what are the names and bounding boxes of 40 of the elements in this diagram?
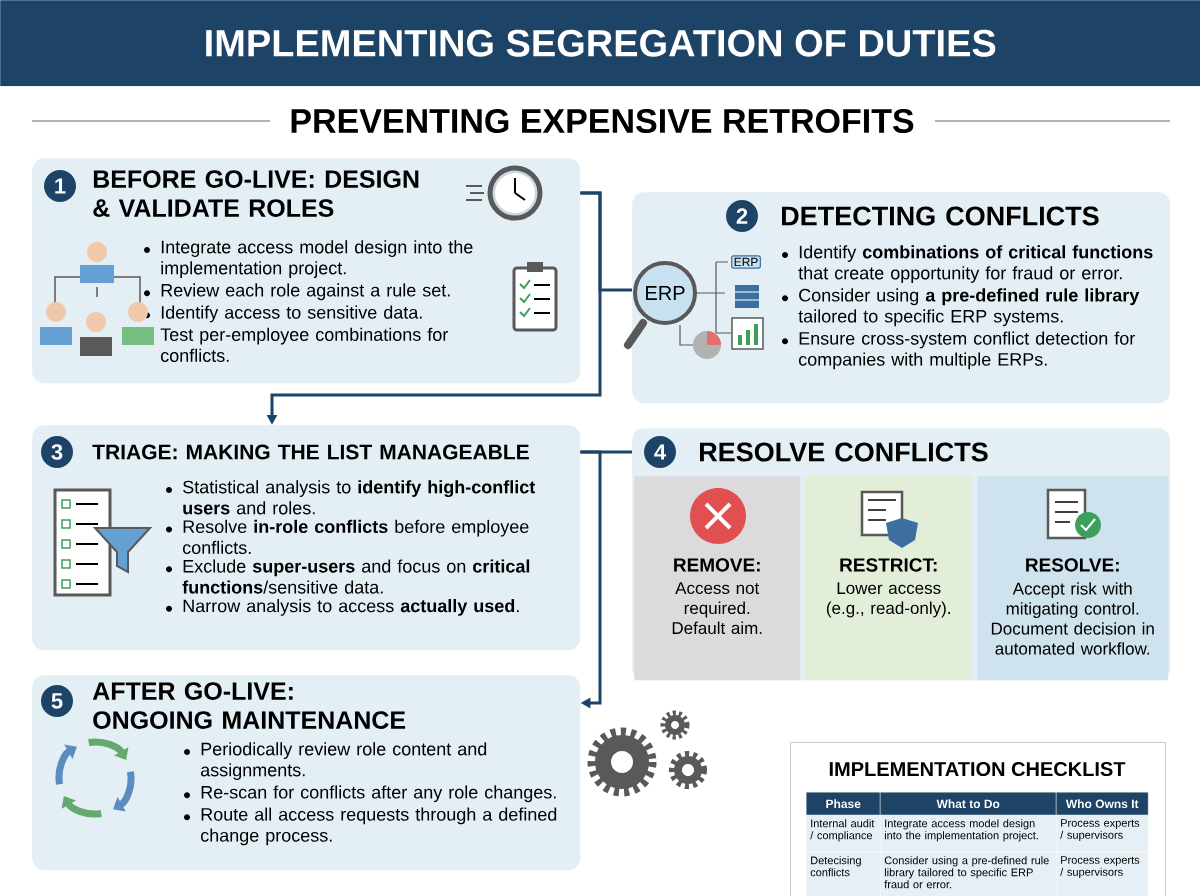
number-badge: 1 — [44, 170, 76, 202]
subtitle: PREVENTING EXPENSIVE RETROFITS — [291, 108, 914, 134]
card-text: Lower access (e.g., read-only). — [826, 582, 950, 618]
bullet-item: Periodically review role content and assignments. — [184, 742, 487, 780]
bullet-item: Resolve in-role conflicts before employee conflicts. — [166, 519, 529, 555]
connector — [580, 450, 602, 709]
table-cell: Process experts / supervisors — [1056, 815, 1149, 853]
bullet-item: Integrate access model design into the implementation project. — [144, 240, 473, 278]
card-text: Accept risk with mitigating control. Document decision in automated workflow. — [991, 582, 1154, 655]
panel-heading: BEFORE GO-LIVE: DESIGN & VALIDATE ROLES — [93, 170, 419, 217]
card-heading: REMOVE: — [674, 558, 760, 572]
bullet-item: Consider using a pre-defined rule library tailored to specific ERP systems. — [782, 288, 1140, 327]
number-badge: 3 — [41, 436, 73, 468]
bullet-item: Ensure cross-system conflict detection for companies with multiple ERPs. — [782, 331, 1135, 370]
table-cell: Internal audit / compliance — [806, 815, 881, 853]
bullet-item: Route all access requests through a defined change process. — [184, 807, 557, 846]
panel-heading: DETECTING CONFLICTS — [782, 206, 1099, 226]
bullet-item: Narrow analysis to access actually used. — [166, 599, 519, 616]
panel-heading: RESOLVE CONFLICTS — [700, 442, 988, 462]
panel-heading: TRIAGE: MAKING THE LIST MANAGEABLE — [92, 444, 529, 460]
checklist-heading: IMPLEMENTATION CHECKLIST — [829, 761, 1126, 777]
table-cell: Detecising conflicts — [806, 852, 881, 896]
card-heading: RESOLVE: — [1026, 558, 1119, 572]
icon-label: ERP — [646, 286, 685, 300]
card-heading: RESTRICT: — [840, 558, 937, 572]
bullet-item: Statistical analysis to identify high-conflict users and roles. — [166, 480, 536, 515]
number-badge: 4 — [644, 436, 676, 468]
table-header: Phase — [806, 792, 881, 816]
number-badge: 2 — [726, 200, 758, 232]
bullet-item: Identify combinations of critical functions that create opportunity for fraud or error. — [782, 245, 1153, 283]
icon-label: ERP — [731, 255, 761, 269]
panel-heading: AFTER GO-LIVE: ONGOING MAINTENANCE — [92, 682, 406, 729]
card-text: Access not required. Default aim. — [672, 582, 762, 635]
number-badge: 5 — [41, 685, 73, 717]
table-cell: Process experts / supervisors — [1056, 852, 1149, 896]
bullet-item: Review each role against a rule set. — [144, 283, 450, 301]
title-banner: IMPLEMENTING SEGREGATION OF DUTIES — [0, 0, 1200, 87]
table-header: Who Owns It — [1056, 792, 1149, 816]
bullet-item: Exclude super-users and focus on critical functions/sensitive data. — [166, 559, 530, 594]
bullet-item: Re-scan for conflicts after any role changes. — [184, 785, 556, 803]
